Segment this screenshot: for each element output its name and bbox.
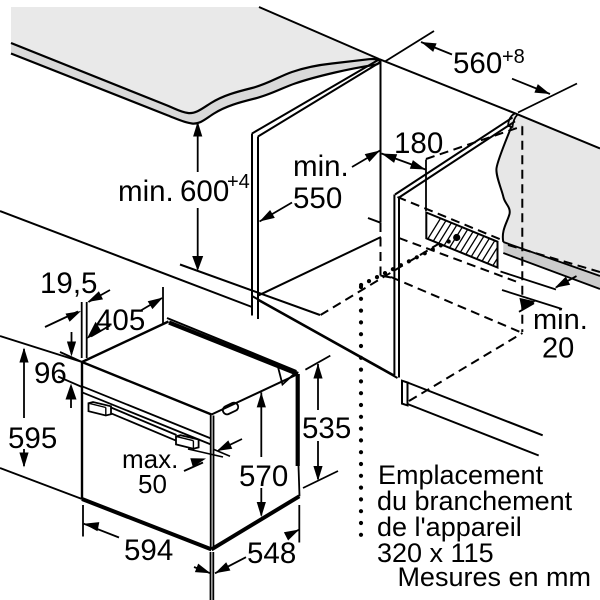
svg-text:96: 96 — [34, 357, 67, 390]
svg-text:180: 180 — [394, 127, 443, 160]
svg-text:535: 535 — [302, 412, 351, 445]
svg-text:405: 405 — [96, 304, 145, 337]
svg-text:594: 594 — [124, 534, 173, 567]
svg-text:595: 595 — [8, 422, 57, 455]
svg-text:min.: min. — [533, 304, 588, 336]
svg-text:du branchement: du branchement — [377, 486, 573, 516]
svg-text:max.: max. — [122, 444, 178, 474]
svg-text:Emplacement: Emplacement — [378, 460, 544, 490]
svg-text:320 x 115: 320 x 115 — [377, 538, 494, 568]
svg-text:19,5: 19,5 — [40, 267, 97, 300]
svg-text:50: 50 — [138, 469, 167, 499]
svg-text:+4: +4 — [227, 171, 250, 193]
svg-text:570: 570 — [239, 460, 288, 493]
svg-text:Mesures en mm: Mesures en mm — [397, 562, 591, 592]
svg-text:min.: min. — [293, 150, 349, 183]
svg-text:548: 548 — [247, 537, 296, 570]
svg-text:550: 550 — [293, 182, 342, 215]
svg-text:min.: min. — [118, 175, 174, 208]
svg-text:600: 600 — [180, 175, 229, 208]
svg-text:560: 560 — [453, 47, 502, 80]
svg-text:20: 20 — [542, 333, 574, 365]
svg-text:+8: +8 — [502, 46, 525, 68]
svg-text:de l'appareil: de l'appareil — [377, 512, 522, 542]
